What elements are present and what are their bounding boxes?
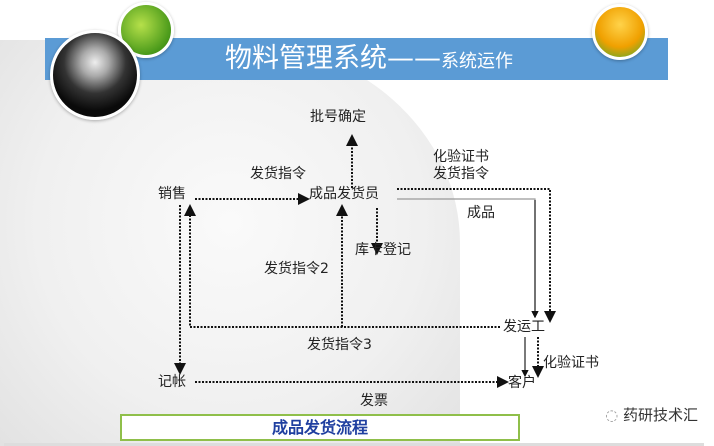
label-order2: 发货指令2 (264, 261, 329, 277)
watermark-text: 药研技术汇 (622, 406, 698, 424)
node-account: 记帐 (158, 374, 186, 390)
page-title: 物料管理系统——系统运作 (225, 40, 513, 81)
caption-box: 成品发货流程 (120, 414, 520, 441)
node-carrier: 发运工 (503, 319, 545, 335)
arrow-order3 (184, 204, 500, 328)
node-sales: 销售 (158, 186, 186, 202)
tulip-image (592, 4, 648, 60)
label-cert-1: 化验证书 (433, 149, 489, 165)
dandelion-image (50, 30, 140, 120)
node-shipper: 成品发货员 (309, 186, 379, 202)
label-cert-2: 发货指令 (433, 166, 489, 182)
flow-arrows (174, 134, 556, 388)
title-sub: 系统运作 (441, 51, 513, 72)
arrow-product (397, 198, 539, 319)
wechat-icon: ◌ (605, 406, 623, 424)
title-main: 物料管理系统—— (225, 43, 441, 74)
caption: 成品发货流程 (271, 418, 368, 437)
node-customer: 客户 (508, 375, 536, 391)
label-order3: 发货指令3 (307, 337, 372, 353)
watermark: ◌ 药研技术汇 (605, 404, 698, 425)
node-stock-card: 库卡登记 (355, 242, 411, 258)
label-cert: 化验证书 (543, 355, 599, 371)
label-product: 成品 (467, 205, 495, 221)
label-batch: 批号确定 (310, 109, 366, 125)
arrow-cert-order (397, 188, 556, 323)
bottom-divider (4, 443, 704, 446)
label-order1: 发货指令 (250, 166, 306, 182)
label-invoice: 发票 (360, 393, 388, 409)
